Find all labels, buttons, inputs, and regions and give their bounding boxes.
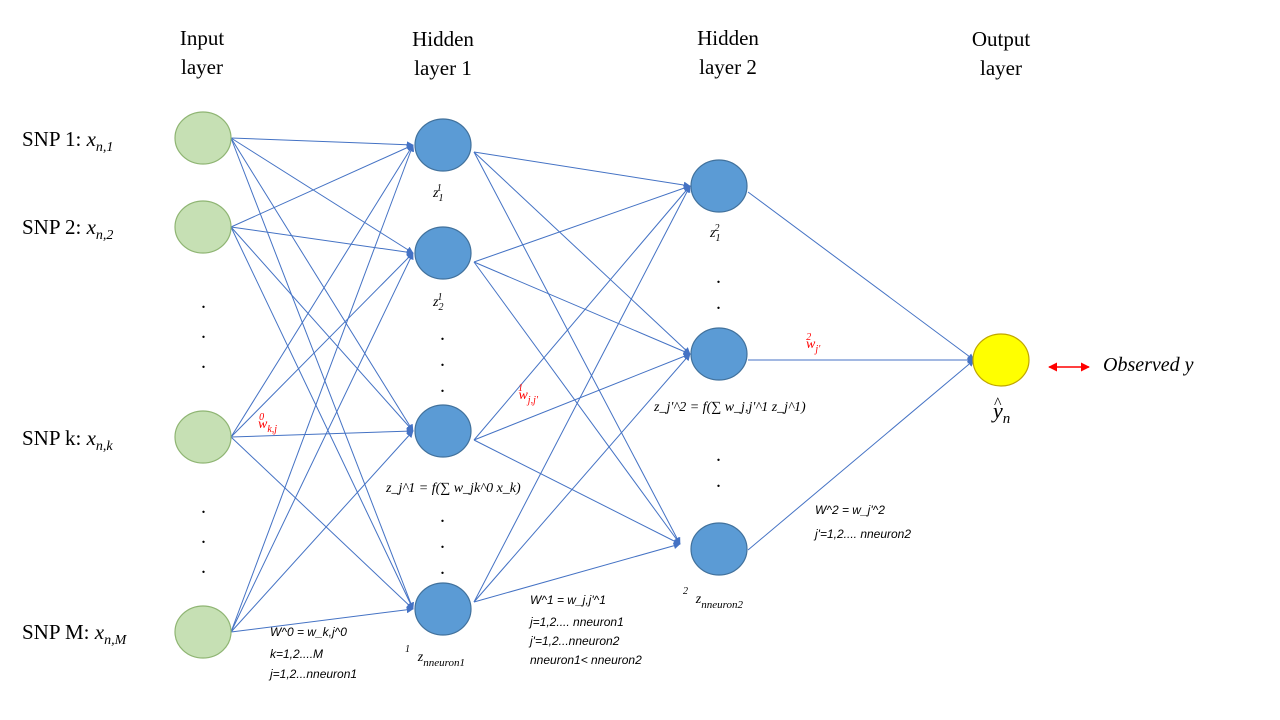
hidden-layer1-header-line2: layer 1 bbox=[414, 56, 472, 80]
input-layer-header-line1: Input bbox=[180, 26, 224, 50]
hidden2-ellipsis-dot: . bbox=[716, 292, 721, 314]
weight-w2-label: wj'2 bbox=[806, 332, 821, 355]
hidden1-ellipsis-dot: . bbox=[440, 323, 445, 345]
hidden2-node-n bbox=[690, 522, 748, 576]
observed-y-label: Observed y bbox=[1103, 354, 1194, 376]
hidden2-node-j bbox=[690, 327, 748, 381]
edge-hidden1-1-to-hidden2-0 bbox=[473, 184, 691, 263]
hidden1-node-n bbox=[414, 582, 472, 636]
edge-input-1-to-hidden1-2 bbox=[230, 226, 414, 432]
snpm-label: SNP M: xn,M bbox=[22, 620, 128, 648]
hidden2-formula: z_j'^2 = f(∑ w_j,j'^1 z_j^1) bbox=[653, 400, 806, 415]
w1-jprime-range: j'=1,2...nneuron2 bbox=[528, 634, 620, 648]
z2-1-label: z21 bbox=[432, 292, 443, 313]
hidden1-node-1 bbox=[414, 118, 472, 172]
w1-j-range: j=1,2.... nneuron1 bbox=[528, 615, 624, 629]
w0-definition: W^0 = w_k,j^0 bbox=[270, 625, 347, 639]
snp1-label: SNP 1: xn,1 bbox=[22, 127, 113, 155]
hidden2-ellipsis-dot: . bbox=[716, 266, 721, 288]
input-node-k bbox=[174, 410, 232, 464]
hidden1-ellipsis-dot: . bbox=[440, 557, 445, 579]
edge-input-2-to-hidden1-3 bbox=[230, 436, 414, 610]
edge-hidden2-0-to-output bbox=[747, 191, 975, 361]
output-layer-header-line1: Output bbox=[972, 27, 1031, 51]
z1-1-label: z11 bbox=[432, 183, 443, 204]
edge-input-2-to-hidden1-2 bbox=[230, 427, 414, 438]
yhat-hat-glyph: ^ bbox=[994, 395, 1002, 412]
hidden1-ellipsis-dot: . bbox=[440, 375, 445, 397]
edge-hidden1-2-to-hidden2-1 bbox=[473, 353, 691, 441]
input-ellipsis-dot: . bbox=[201, 526, 206, 548]
edge-hidden1-0-to-hidden2-0 bbox=[473, 151, 691, 189]
output-layer-header-line2: layer bbox=[980, 56, 1022, 80]
z1-2-label: z12 bbox=[709, 223, 720, 244]
input-node-m bbox=[174, 605, 232, 659]
edge-input-0-to-hidden1-2 bbox=[230, 137, 414, 432]
hidden2-ellipsis-dot: . bbox=[716, 470, 721, 492]
input-ellipsis-dot: . bbox=[201, 496, 206, 518]
yhat-label: yn bbox=[991, 398, 1010, 427]
edge-input-3-to-hidden1-0 bbox=[230, 144, 415, 633]
input-ellipsis-dot: . bbox=[201, 321, 206, 343]
hidden1-ellipsis-dot: . bbox=[440, 505, 445, 527]
input-ellipsis-dot: . bbox=[201, 351, 206, 373]
edge-hidden1-3-to-hidden2-1 bbox=[473, 353, 691, 603]
zn-1-label: znneuron11 bbox=[405, 644, 465, 669]
input-ellipsis-dot: . bbox=[201, 556, 206, 578]
edge-input-2-to-hidden1-1 bbox=[230, 252, 414, 438]
edge-input-0-to-hidden1-3 bbox=[230, 137, 414, 610]
hidden-layer1-header-line1: Hidden bbox=[412, 27, 474, 51]
input-node-2 bbox=[174, 200, 232, 254]
zn-2-label: znneuron22 bbox=[683, 586, 743, 611]
edge-hidden1-3-to-hidden2-0 bbox=[473, 185, 691, 603]
connection-edges bbox=[230, 137, 975, 633]
edge-hidden2-2-to-output bbox=[747, 359, 975, 551]
edge-hidden1-1-to-hidden2-1 bbox=[473, 261, 691, 355]
input-ellipsis-dot: . bbox=[201, 291, 206, 313]
w2-definition: W^2 = w_j'^2 bbox=[815, 503, 885, 517]
edge-hidden1-2-to-hidden2-0 bbox=[473, 185, 691, 441]
hidden-layer2-header-line1: Hidden bbox=[697, 26, 759, 50]
edge-hidden1-0-to-hidden2-1 bbox=[473, 151, 691, 355]
hidden1-ellipsis-dot: . bbox=[440, 531, 445, 553]
edge-input-0-to-hidden1-0 bbox=[230, 137, 414, 149]
snpk-label: SNP k: xn,k bbox=[22, 426, 113, 454]
edge-input-3-to-hidden1-2 bbox=[230, 430, 414, 633]
edge-input-1-to-hidden1-3 bbox=[230, 226, 414, 610]
edge-input-2-to-hidden1-0 bbox=[230, 144, 414, 438]
w2-jprime-range: j'=1,2.... nneuron2 bbox=[813, 527, 911, 541]
w0-k-range: k=1,2....M bbox=[270, 647, 323, 661]
input-node-1 bbox=[174, 111, 232, 165]
edge-input-1-to-hidden1-0 bbox=[230, 144, 414, 228]
hidden1-node-2 bbox=[414, 226, 472, 280]
input-layer-header-line2: layer bbox=[181, 55, 223, 79]
weight-w1-label: wj,j'1 bbox=[518, 383, 539, 406]
w1-definition: W^1 = w_j,j'^1 bbox=[530, 593, 606, 607]
edge-hidden1-3-to-hidden2-2 bbox=[473, 542, 681, 603]
hidden1-formula: z_j^1 = f(∑ w_jk^0 x_k) bbox=[385, 481, 521, 496]
w1-constraint: nneuron1< nneuron2 bbox=[530, 653, 642, 667]
edge-input-0-to-hidden1-1 bbox=[230, 137, 414, 254]
snp2-label: SNP 2: xn,2 bbox=[22, 215, 113, 243]
edge-input-3-to-hidden1-3 bbox=[230, 606, 414, 633]
hidden2-node-1 bbox=[690, 159, 748, 213]
edge-input-3-to-hidden1-1 bbox=[230, 252, 414, 633]
edge-hidden1-0-to-hidden2-2 bbox=[473, 151, 681, 545]
hidden-layer2-header-line2: layer 2 bbox=[699, 55, 757, 79]
edge-hidden1-2-to-hidden2-2 bbox=[473, 439, 681, 545]
hidden1-node-j bbox=[414, 404, 472, 458]
edge-input-1-to-hidden1-1 bbox=[230, 226, 414, 256]
w0-j-range: j=1,2...nneuron1 bbox=[268, 667, 357, 681]
output-node bbox=[972, 333, 1030, 387]
hidden2-ellipsis-dot: . bbox=[716, 444, 721, 466]
hidden1-ellipsis-dot: . bbox=[440, 349, 445, 371]
weight-w0-label: wk,j0 bbox=[258, 412, 277, 435]
